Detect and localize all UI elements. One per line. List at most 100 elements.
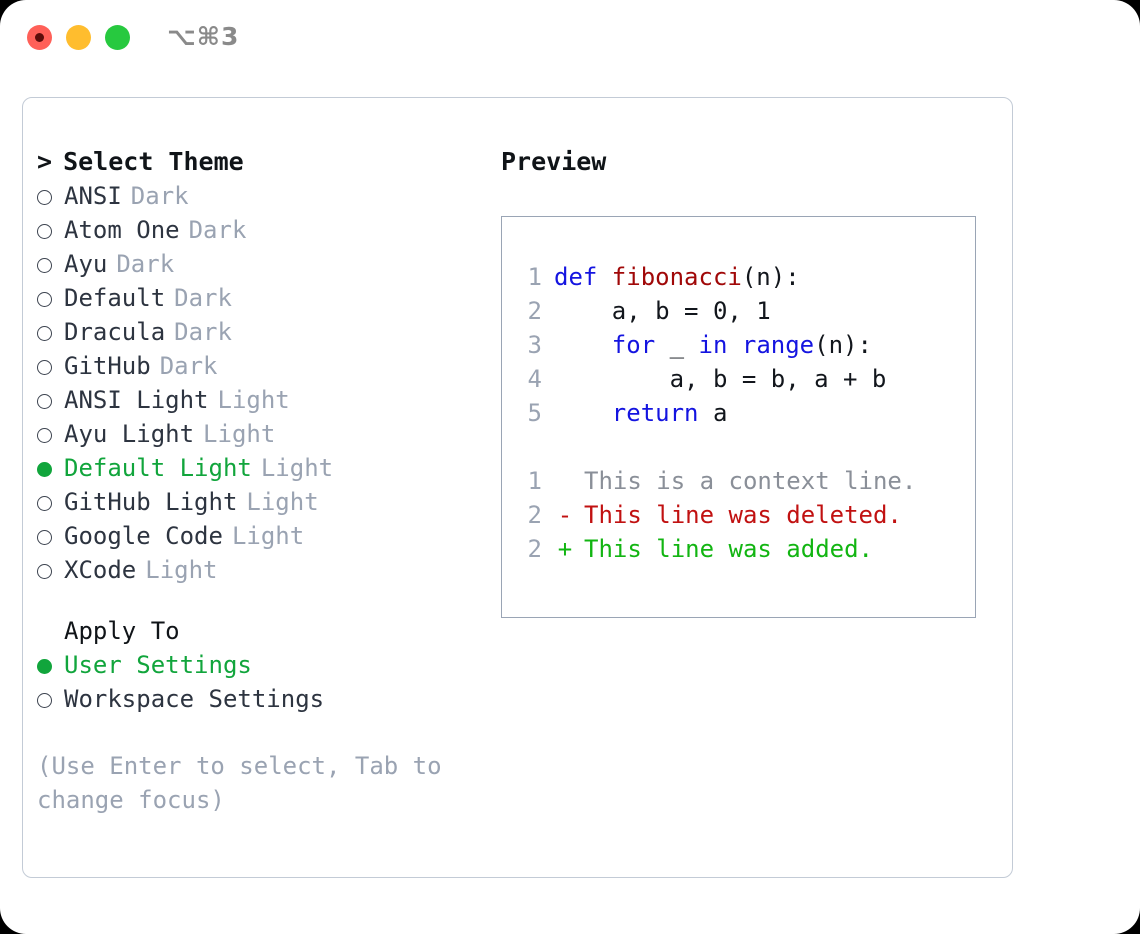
radio-selected-icon[interactable] [37,461,52,477]
code-line: 2 a, b = 0, 1 [516,294,971,328]
code-token-fn: fibonacci [611,263,742,291]
keyboard-hint-text: (Use Enter to select, Tab to change focu… [37,752,442,814]
diff-line-number: 2 [527,501,542,529]
code-line: 4 a, b = b, a + b [516,362,971,396]
radio-unselected-icon[interactable] [37,291,52,307]
theme-variant-tag: Light [217,386,290,414]
code-line: 5 return a [516,396,971,430]
theme-option-label: ANSI Light [64,386,209,414]
code-token-plain [727,331,741,359]
theme-variant-tag: Light [260,454,334,482]
code-token-plain [554,399,612,427]
radio-unselected-icon[interactable] [37,257,52,273]
diff-line-text: This line was deleted. [584,501,902,529]
code-token-plain: (n): [741,263,800,291]
theme-option-label: XCode [64,556,137,584]
theme-variant-tag: Dark [174,284,232,312]
theme-variant-tag: Dark [116,250,175,278]
radio-unselected-icon[interactable] [37,427,52,443]
code-line-number: 5 [527,399,542,427]
diff-line-number: 1 [527,467,542,495]
theme-option-default-light[interactable]: Default Light Light [37,451,487,485]
theme-option-label: GitHub Light [64,488,238,516]
code-line-number: 1 [527,263,542,291]
page-title-text: Select Theme [63,147,244,176]
radio-unselected-icon[interactable] [37,692,52,708]
theme-option-label: ANSI [64,182,122,210]
diff-line-number: 2 [527,535,542,563]
diff-line-text: This line was added. [584,535,873,563]
preview-title: Preview [501,147,607,176]
code-line-number: 4 [527,365,542,393]
minimize-button[interactable] [66,25,91,50]
theme-option-label: Default [64,284,166,312]
theme-variant-tag: Dark [130,182,189,210]
apply-to-option-user-settings[interactable]: User Settings [37,648,487,682]
close-button[interactable] [27,25,52,50]
code-token-kw: for [611,331,656,359]
diff-line-context: 1 This is a context line. [516,464,971,498]
keyboard-shortcut-label: ⌥⌘3 [167,22,240,51]
radio-unselected-icon[interactable] [37,563,52,579]
diff-line-added: 2+This line was added. [516,532,971,566]
code-token-plain: a, b = 0, 1 [554,297,771,325]
apply-to-option-workspace-settings[interactable]: Workspace Settings [37,682,487,716]
code-line: 3 for _ in range(n): [516,328,971,362]
code-line-number: 2 [527,297,542,325]
radio-unselected-icon[interactable] [37,325,52,341]
code-token-bi: range [741,331,815,359]
radio-unselected-icon[interactable] [37,223,52,239]
theme-variant-tag: Dark [188,216,247,244]
radio-unselected-icon[interactable] [37,529,52,545]
code-token-plain: a [698,399,728,427]
radio-unselected-icon[interactable] [37,393,52,409]
theme-option-github-light[interactable]: GitHub Light Light [37,485,487,519]
radio-unselected-icon[interactable] [37,189,52,205]
theme-option-label: Dracula [64,318,166,346]
theme-option-dracula[interactable]: Dracula Dark [37,315,487,349]
theme-option-xcode[interactable]: XCode Light [37,553,487,587]
theme-option-ansi-light[interactable]: ANSI Light Light [37,383,487,417]
code-line: 1 def fibonacci(n): [516,260,971,294]
theme-option-google-code[interactable]: Google Code Light [37,519,487,553]
code-token-plain: a, b = b, a + b [554,365,887,393]
theme-option-ayu[interactable]: Ayu Dark [37,247,487,281]
apply-to-label: Apply To [64,617,180,645]
radio-selected-icon[interactable] [37,658,52,674]
code-line-text: def fibonacci(n): [554,260,800,294]
theme-option-label: Atom One [64,216,180,244]
theme-option-ansi[interactable]: ANSI Dark [37,179,487,213]
spacer [37,716,487,749]
radio-unselected-icon[interactable] [37,495,52,511]
diff-line-text: This is a context line. [584,467,917,495]
theme-variant-tag: Light [145,556,218,584]
code-line-text: a, b = 0, 1 [554,294,771,328]
theme-variant-tag: Light [246,488,319,516]
theme-variant-tag: Dark [174,318,232,346]
window-controls [27,25,130,50]
theme-option-default[interactable]: Default Dark [37,281,487,315]
theme-option-label: Ayu [64,250,108,278]
theme-variant-tag: Light [231,522,305,550]
maximize-button[interactable] [105,25,130,50]
diff-sample: 1 This is a context line. 2-This line was … [516,464,971,566]
radio-unselected-icon[interactable] [37,359,52,375]
diff-line-deleted: 2-This line was deleted. [516,498,971,532]
code-token-kw: return [611,399,699,427]
code-line-text: return a [554,396,728,430]
theme-option-label: Google Code [64,522,223,550]
theme-option-label: Default Light [64,454,252,482]
theme-variant-tag: Light [203,420,276,448]
theme-option-atom-one[interactable]: Atom One Dark [37,213,487,247]
page-title: >Select Theme [37,145,487,179]
